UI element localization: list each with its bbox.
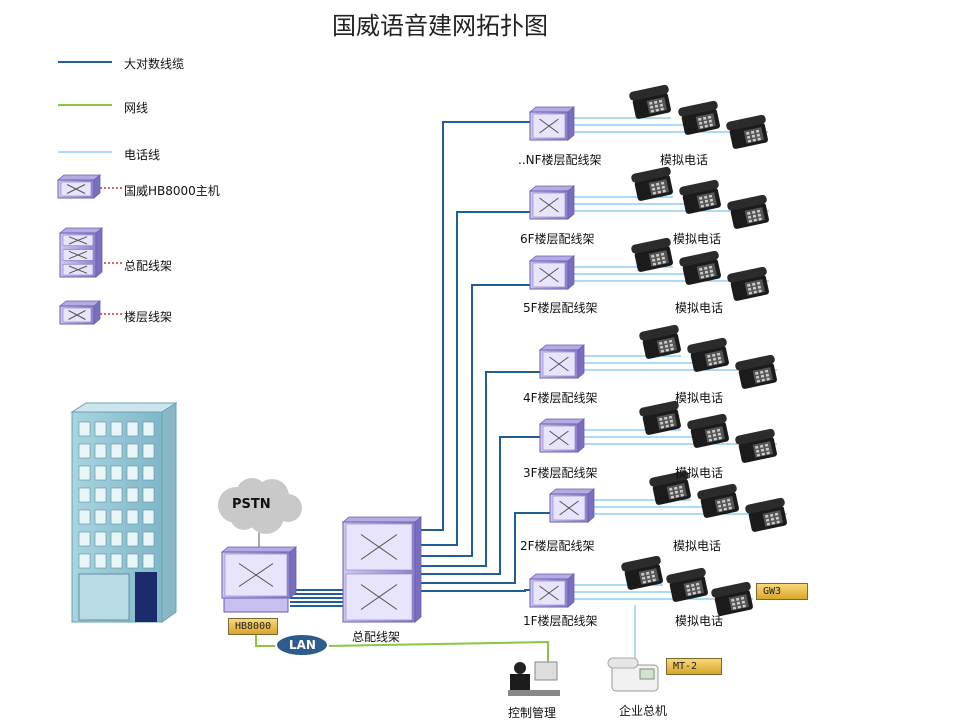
building — [70, 402, 178, 623]
analog-phone-icon — [639, 400, 681, 435]
legend-host-icon — [56, 174, 102, 199]
mt2-tag: MT-2 — [666, 658, 722, 675]
analog-phone-icon — [679, 250, 721, 285]
analog-phone-icon — [639, 324, 681, 359]
floor-5f-label: 5F楼层配线架 — [523, 301, 598, 315]
analog-phone-icon — [687, 337, 729, 372]
analog-phone-icon — [726, 114, 768, 149]
lan-cloud — [275, 633, 329, 657]
floor-frame — [528, 573, 576, 608]
analog-phone-icon — [727, 266, 769, 301]
analog-phone-icon — [711, 581, 753, 616]
floor-frame — [548, 488, 596, 523]
floor-4f-phones-label: 模拟电话 — [675, 391, 724, 405]
floor-frame — [538, 344, 586, 379]
floor-1f-label: 1F楼层配线架 — [523, 614, 598, 628]
legend-phone-cable-label: 电话线 — [124, 148, 161, 162]
legend-floor-frame-icon — [58, 300, 102, 325]
analog-phone-icon — [735, 428, 777, 463]
backbone-cable — [415, 371, 540, 567]
gw3-tag: GW3 — [756, 583, 808, 600]
analog-phone-icon — [621, 555, 663, 590]
analog-phone-icon — [727, 194, 769, 229]
floor-frame — [528, 106, 576, 141]
floor-5f-phones-label: 模拟电话 — [675, 301, 724, 315]
legend-net-cable-label: 网线 — [124, 101, 149, 115]
main-frame — [341, 516, 423, 623]
backbone-cable — [415, 211, 530, 546]
analog-phone-icon — [649, 470, 691, 505]
lan-label: LAN — [289, 638, 316, 652]
legend-main-frame-icon — [58, 227, 104, 278]
page-title: 国威语音建网拓扑图 — [332, 12, 548, 40]
admin-label: 控制管理 — [508, 706, 557, 720]
floor-6f-phones-label: 模拟电话 — [673, 232, 722, 246]
analog-phone-icon — [745, 497, 787, 532]
operator-label: 企业总机 — [619, 704, 668, 718]
main-frame-label: 总配线架 — [352, 630, 401, 644]
analog-phone-icon — [631, 237, 673, 272]
floor-6f-label: 6F楼层配线架 — [520, 232, 595, 246]
analog-phone-icon — [629, 84, 671, 119]
backbone-cable — [415, 512, 550, 584]
analog-phone-icon — [679, 179, 721, 214]
backbone-cable — [415, 284, 530, 557]
hb8000-tag: HB8000 — [228, 618, 279, 635]
floor-2f-phones-label: 模拟电话 — [673, 539, 722, 553]
pstn-label: PSTN — [232, 497, 271, 512]
admin-computer-icon — [508, 661, 560, 696]
floor-1f-phones-label: 模拟电话 — [675, 614, 724, 628]
floor-2f-label: 2F楼层配线架 — [520, 539, 595, 553]
floor-nf-label: ..NF楼层配线架 — [518, 153, 602, 167]
backbone-cable — [415, 436, 540, 575]
floor-frame — [538, 418, 586, 453]
operator-phone-icon — [607, 657, 659, 692]
floor-frame — [528, 185, 576, 220]
analog-phone-icon — [678, 100, 720, 135]
legend-host-label: 国威HB8000主机 — [124, 184, 220, 198]
analog-phone-icon — [697, 483, 739, 518]
analog-phone-icon — [687, 413, 729, 448]
floor-nf-phones-label: 模拟电话 — [660, 153, 709, 167]
legend-main-frame-label: 总配线架 — [124, 259, 173, 273]
backbone-cable — [415, 121, 530, 531]
backbone-cable — [415, 589, 530, 592]
pstn-cloud — [218, 478, 302, 534]
floor-3f-phones-label: 模拟电话 — [675, 466, 724, 480]
legend-floor-frame-label: 楼层线架 — [124, 310, 173, 324]
floor-frame — [528, 255, 576, 290]
hb8000-host — [220, 546, 298, 613]
analog-phone-icon — [735, 354, 777, 389]
analog-phone-icon — [666, 567, 708, 602]
analog-phone-icon — [631, 166, 673, 201]
legend-big-cable-label: 大对数线缆 — [124, 57, 185, 71]
floor-3f-label: 3F楼层配线架 — [523, 466, 598, 480]
floor-4f-label: 4F楼层配线架 — [523, 391, 598, 405]
